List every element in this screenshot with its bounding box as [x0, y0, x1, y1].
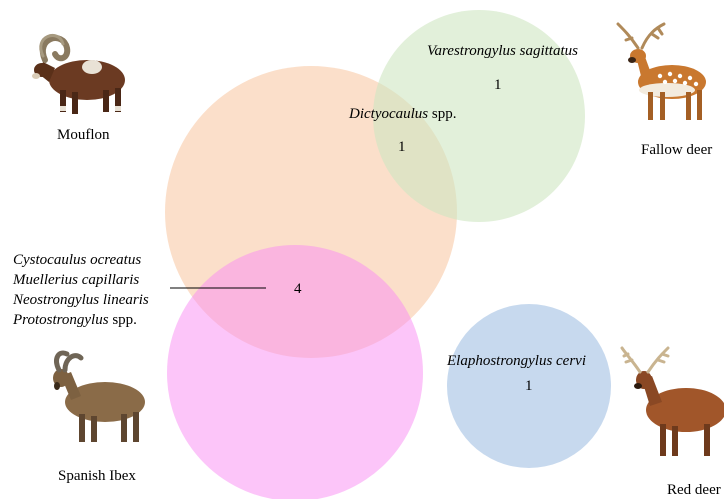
- red-deer-only-species: Elaphostrongylus cervi: [447, 353, 587, 369]
- species-item: Cystocaulus ocreatus: [13, 252, 142, 268]
- red-deer-only-count: 1: [525, 378, 533, 394]
- fallow-only-count: 1: [494, 77, 502, 93]
- fallow-only-species: Varestrongylus sagittatus: [427, 43, 578, 59]
- species-item: Muellerius capillaris: [13, 272, 140, 288]
- fallow-deer-illustration: [616, 22, 706, 120]
- red-deer-label: Red deer: [667, 482, 721, 498]
- mouflon-illustration: [32, 34, 125, 114]
- mouflon-ibex-count: 4: [294, 281, 302, 297]
- mouflon-label: Mouflon: [57, 127, 110, 143]
- species-item: Neostrongylus linearis: [13, 292, 149, 308]
- spanish-ibex-label: Spanish Ibex: [58, 468, 136, 484]
- fallow-deer-circle: [373, 10, 585, 222]
- red-deer-circle: [447, 304, 611, 468]
- mouflon-ibex-species-list: Cystocaulus ocreatus Muellerius capillar…: [13, 250, 149, 330]
- red-deer-illustration: [620, 346, 724, 456]
- spanish-ibex-circle: [167, 245, 423, 499]
- species-item: Protostrongylus spp.: [13, 312, 137, 328]
- fallow-deer-label: Fallow deer: [641, 142, 713, 158]
- spanish-ibex-illustration: [53, 350, 145, 442]
- mouflon-fallow-species: Dictyocaulus spp.: [349, 106, 457, 122]
- mouflon-fallow-count: 1: [398, 139, 406, 155]
